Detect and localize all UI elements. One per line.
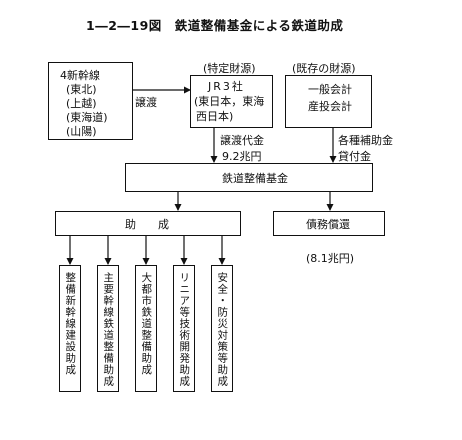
shinkansen-line-1: 4新幹線 [60,69,100,82]
debt-repayment-label: 債務償還 [306,218,350,231]
subsidy-label: 各種補助金 [338,134,393,147]
transfer-label: 譲渡 [135,96,157,109]
program-label-1: 整備新幹線建設助成 [64,272,77,376]
program-box-5: 安全・防災対策等助成 [211,265,233,392]
program-label-3: 大都市鉄道整備助成 [140,272,153,376]
debt-repayment-box [273,211,385,236]
transfer-price-amount: 9.2兆円 [222,150,262,163]
shinkansen-line-3: (上越) [66,97,97,110]
existing-source-line-2: 産投会計 [308,100,352,113]
existing-source-header: (既存の財源) [292,62,356,75]
program-label-2: 主要幹線鉄道整備助成 [102,272,115,387]
program-box-1: 整備新幹線建設助成 [59,265,81,392]
transfer-price-label: 譲渡代金 [220,134,264,147]
program-box-4: リニア等技術開発助成 [173,265,195,392]
fund-label: 鉄道整備基金 [222,172,288,185]
assistance-box [55,211,241,236]
special-source-line-2: (東日本，東海 [194,95,265,108]
shinkansen-line-2: (東北) [66,83,97,96]
existing-source-box [285,75,372,128]
special-source-line-3: 西日本) [196,110,234,123]
shinkansen-box [48,62,133,140]
special-source-line-1: JR3社 [208,80,245,93]
special-source-box [190,75,273,128]
program-label-5: 安全・防災対策等助成 [216,272,229,387]
program-box-3: 大都市鉄道整備助成 [135,265,157,392]
fund-box [125,163,373,192]
program-label-4: リニア等技術開発助成 [178,272,191,387]
shinkansen-line-4: (東海道) [66,111,108,124]
existing-source-line-1: 一般会計 [308,83,352,96]
debt-amount-label: (8.1兆円) [306,252,355,265]
special-source-header: (特定財源) [203,62,256,75]
shinkansen-line-5: (山陽) [66,125,97,138]
assistance-label: 助 成 [125,218,169,231]
loan-label: 貸付金 [338,150,371,163]
diagram-title: 1―2―19図 鉄道整備基金による鉄道助成 [86,18,344,33]
program-box-2: 主要幹線鉄道整備助成 [97,265,119,392]
